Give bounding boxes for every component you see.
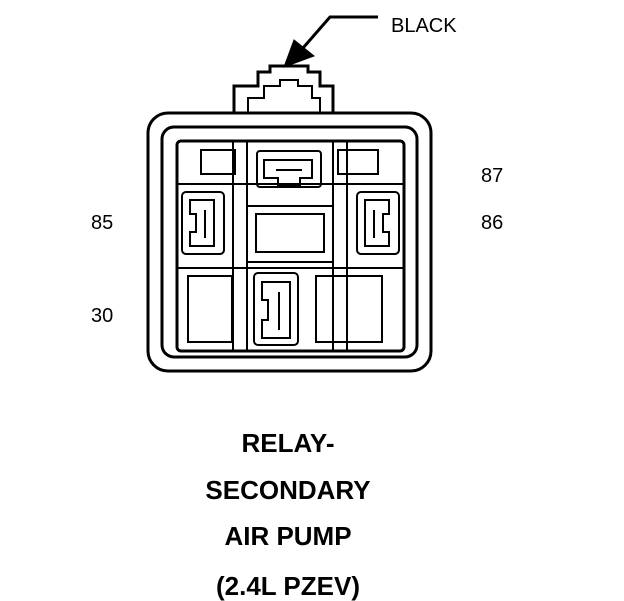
cavity-top-right: [337, 149, 379, 175]
connector-lock-tab-inner: [247, 79, 321, 112]
connector-outer-shell: [146, 111, 433, 373]
connector-inner-shell: [160, 125, 419, 359]
cavity-bottom-left: [187, 275, 233, 343]
terminal-87: [256, 150, 322, 188]
pin-label-86: 86: [481, 212, 504, 234]
wire-color-label: BLACK: [391, 15, 457, 37]
cavity-center: [246, 205, 334, 263]
title-line-3: AIR PUMP: [224, 521, 352, 551]
connector-cavity-frame: [175, 139, 406, 353]
cavity-top-left: [200, 149, 236, 175]
terminal-86: [356, 191, 400, 255]
title-line-2: SECONDARY: [205, 475, 371, 505]
cavity-bottom-right: [315, 275, 383, 343]
terminal-85: [181, 191, 225, 255]
callout-arrowhead: [283, 39, 316, 68]
terminal-30: [253, 272, 299, 346]
pin-label-30: 30: [91, 305, 114, 327]
connector-lock-tab: [232, 64, 335, 112]
pin-label-85: 85: [91, 212, 114, 234]
pin-label-87: 87: [481, 165, 504, 187]
callout-leader-line: [301, 15, 378, 49]
title-line-1: RELAY-: [241, 428, 335, 458]
title-line-4: (2.4L PZEV): [215, 571, 360, 601]
